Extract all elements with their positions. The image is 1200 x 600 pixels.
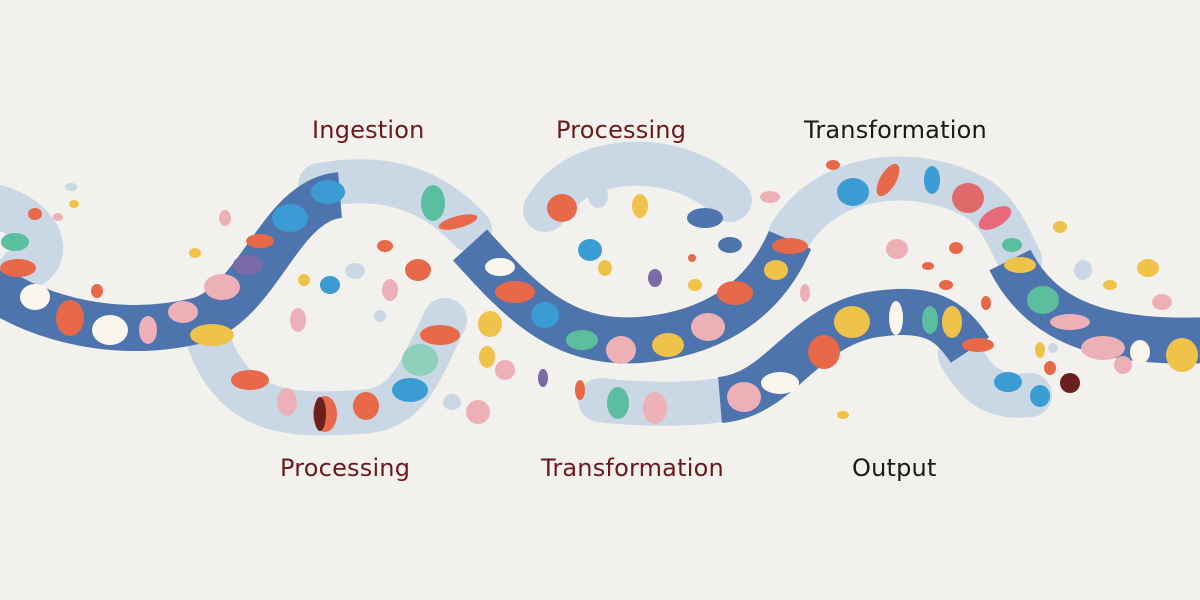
stage-label-transformation-bottom: Transformation — [541, 454, 724, 482]
stage-label-processing-top: Processing — [556, 116, 687, 144]
ribbon-light-bottom-right — [938, 333, 1052, 418]
stage-label-output: Output — [852, 454, 937, 482]
stage-label-transformation-top: Transformation — [804, 116, 987, 144]
ribbon-light-top-right — [768, 156, 1042, 282]
ribbon-light-processing-arch — [523, 141, 752, 232]
stage-label-processing-bottom: Processing — [280, 454, 411, 482]
floating-particles — [28, 160, 1172, 424]
stage-label-ingestion: Ingestion — [312, 116, 425, 144]
ribbon-blobs — [0, 163, 1198, 432]
